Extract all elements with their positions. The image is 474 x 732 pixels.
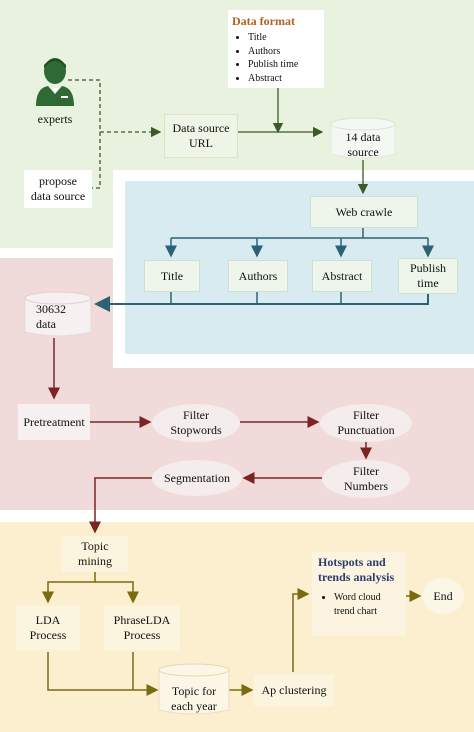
web-crawl-box: Web crawle — [310, 196, 418, 228]
filter-stopwords-node: Filter Stopwords — [152, 404, 240, 442]
expert-person-icon — [36, 58, 74, 106]
propose-link — [92, 132, 101, 189]
data-source-url-box: Data source URL — [164, 114, 238, 158]
phraselda-process-label: PhraseLDA Process — [113, 613, 171, 642]
fourteen-sources-label: 14 data source — [345, 130, 381, 159]
hotspots-title: Hotspots and trends analysis — [318, 555, 395, 584]
lda-process-label: LDA Process — [29, 613, 67, 642]
field-publish-time-box: Publish time — [398, 258, 458, 294]
topic-mining-box: Topic mining — [62, 536, 128, 572]
ap-clustering-label: Ap clustering — [261, 682, 327, 697]
phraselda-process-box: PhraseLDA Process — [104, 606, 180, 650]
fields-to-data-arrow — [94, 290, 429, 312]
propose-label: propose data source — [30, 174, 86, 203]
data-format-list: Title Authors Publish time Abstract — [232, 31, 324, 85]
pretreatment-label: Pretreatment — [23, 414, 85, 429]
data-format-item: Abstract — [248, 72, 324, 86]
data-format-box: Data format Title Authors Publish time A… — [228, 10, 324, 88]
experts-label: experts — [37, 112, 73, 126]
web-crawl-label: Web crawle — [335, 204, 393, 219]
field-authors-box: Authors — [228, 260, 288, 292]
topic-mining-label: Topic mining — [77, 539, 112, 568]
end-node: End — [422, 578, 464, 614]
pretreatment-box: Pretreatment — [18, 404, 90, 440]
filter-numbers-label: Filter Numbers — [344, 464, 388, 493]
field-label: Authors — [238, 268, 278, 283]
propose-data-source-box: propose data source — [24, 170, 92, 208]
ap-clustering-box: Ap clustering — [254, 674, 334, 706]
experts-to-url-arrow — [68, 79, 162, 138]
data-format-item: Authors — [248, 45, 324, 59]
segmentation-node: Segmentation — [152, 460, 242, 496]
hotspots-list: Word cloud trend chart — [318, 591, 406, 618]
field-abstract-box: Abstract — [312, 260, 372, 292]
data-format-title: Data format — [232, 14, 295, 28]
topic-each-year-cylinder — [158, 663, 230, 715]
field-label: Abstract — [321, 268, 363, 283]
segmentation-label: Segmentation — [164, 470, 230, 485]
filter-numbers-node: Filter Numbers — [322, 460, 410, 498]
field-label: Title — [160, 268, 184, 283]
data-count-label: 30632 data — [36, 302, 66, 331]
filter-stopwords-label: Filter Stopwords — [170, 408, 222, 437]
end-label: End — [433, 588, 453, 603]
hotspots-box: Hotspots and trends analysis Word cloud … — [312, 552, 406, 636]
field-title-box: Title — [144, 260, 200, 292]
data-format-item: Publish time — [248, 58, 324, 72]
data-count-cylinder — [24, 291, 92, 337]
data-format-item: Title — [248, 31, 324, 45]
topic-each-year-label: Topic for each year — [171, 684, 217, 713]
filter-punctuation-node: Filter Punctuation — [320, 404, 412, 442]
hotspots-item: Word cloud trend chart — [334, 591, 406, 618]
data-sources-cylinder — [330, 117, 396, 159]
filter-punctuation-label: Filter Punctuation — [337, 408, 395, 437]
lda-process-box: LDA Process — [16, 606, 80, 650]
field-label: Publish time — [409, 261, 446, 290]
data-source-url-label: Data source URL — [172, 121, 230, 150]
